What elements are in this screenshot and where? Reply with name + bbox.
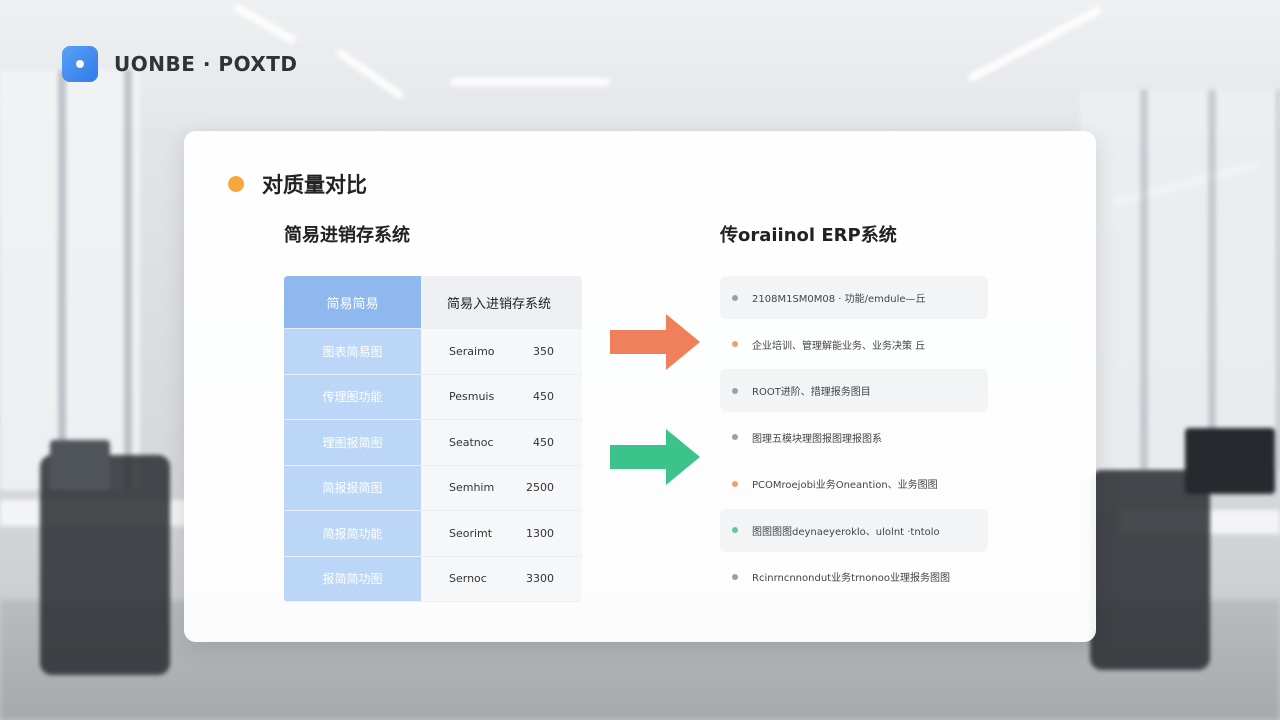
green-arrow-icon: [610, 429, 700, 485]
list-item-text: ROOT进阶、措理报务图目: [752, 387, 871, 398]
monitor: [1185, 428, 1275, 494]
row-name: Seorimt: [449, 526, 493, 540]
row-label: 报简简功图: [284, 556, 421, 602]
list-item: Rcinrncnnondut业务trnonoo业理报务图图: [720, 555, 988, 598]
bullet-icon: [732, 434, 738, 440]
table-row: 报简简功图 Sernoc 3300: [284, 556, 582, 602]
bullet-icon: [732, 387, 738, 394]
list-item-text: PCOMroejobi业务Oneantion、业务图图: [752, 480, 938, 491]
list-item: 图图图图deynaeyeroklo、ulolnt ·tntolo: [720, 508, 988, 552]
window-right: [1080, 90, 1280, 470]
row-value: 450: [533, 390, 554, 404]
list-item-text: 图理五模块理图报图理报图系: [752, 433, 882, 445]
table-header: 简易简易 简易入进销存系统: [284, 276, 582, 329]
card-title-text: 对质量对比: [262, 173, 367, 197]
bullet-icon: [732, 573, 738, 580]
list-item-text: 企业培训、管理解能业务、业务决策 丘: [752, 340, 926, 352]
erp-feature-list: 2108M1SM0M08 · 功能/emdule—丘 企业培训、管理解能业务、业…: [720, 276, 988, 602]
table-header-cell: 简易入进销存系统: [421, 276, 582, 329]
row-name: Seraimo: [449, 344, 495, 358]
row-name: Semhim: [449, 481, 495, 495]
comparison-table: 简易简易 简易入进销存系统 图表简易图 Seraimo 350 传理图功能 Pes…: [284, 276, 582, 602]
row-value: 3300: [526, 572, 554, 586]
bullet-icon: [732, 527, 738, 533]
left-heading: 简易进销存系统: [284, 225, 410, 246]
orange-arrow-icon: [610, 314, 700, 370]
app-logo-icon: [62, 46, 98, 82]
list-item: 2108M1SM0M08 · 功能/emdule—丘: [720, 276, 988, 319]
row-label: 简报报简图: [284, 465, 421, 511]
row-value: 1300: [526, 526, 554, 540]
table-row: 简报报简图 Semhim 2500: [284, 465, 582, 511]
brand: UONBE · POXTD: [62, 46, 298, 82]
comparison-card: 对质量对比 简易进销存系统 传oraiinol ERP系统 简易简易 简易入进销…: [184, 131, 1096, 642]
bullet-icon: [732, 480, 738, 487]
row-name: Seatnoc: [449, 435, 494, 449]
ceiling-light: [450, 78, 610, 86]
card-title: 对质量对比: [228, 169, 367, 199]
row-name: Pesmuis: [449, 390, 495, 404]
title-dot-icon: [228, 176, 244, 192]
table-row: 理图报简图 Seatnoc 450: [284, 420, 582, 466]
list-item: ROOT进阶、措理报务图目: [720, 369, 988, 412]
table-row: 图表简易图 Seraimo 350: [284, 329, 582, 375]
bullet-icon: [732, 294, 738, 301]
row-value: 2500: [526, 481, 554, 495]
row-name: Sernoc: [449, 572, 487, 586]
list-item-text: 图图图图deynaeyeroklo、ulolnt ·tntolo: [752, 526, 940, 538]
row-value: 450: [533, 435, 554, 449]
window-left: [0, 70, 140, 490]
row-label: 图表简易图: [284, 329, 421, 375]
brand-name: UONBE · POXTD: [114, 52, 298, 76]
table-row: 简报简功能 Seorimt 1300: [284, 511, 582, 557]
bullet-icon: [732, 341, 738, 347]
row-label: 传理图功能: [284, 374, 421, 420]
row-label: 简报简功能: [284, 511, 421, 557]
list-item: PCOMroejobi业务Oneantion、业务图图: [720, 462, 988, 505]
monitor: [50, 440, 110, 490]
table-header-cell: 简易简易: [284, 276, 421, 329]
right-heading: 传oraiinol ERP系统: [720, 225, 897, 246]
office-chair: [40, 455, 170, 675]
row-value: 350: [533, 344, 554, 358]
list-item-text: 2108M1SM0M08 · 功能/emdule—丘: [752, 294, 926, 305]
table-row: 传理图功能 Pesmuis 450: [284, 374, 582, 420]
row-label: 理图报简图: [284, 420, 421, 466]
list-item: 企业培训、管理解能业务、业务决策 丘: [720, 323, 988, 366]
list-item: 图理五模块理图报图理报图系: [720, 416, 988, 459]
office-chair: [1090, 470, 1210, 670]
list-item-text: Rcinrncnnondut业务trnonoo业理报务图图: [752, 573, 950, 584]
